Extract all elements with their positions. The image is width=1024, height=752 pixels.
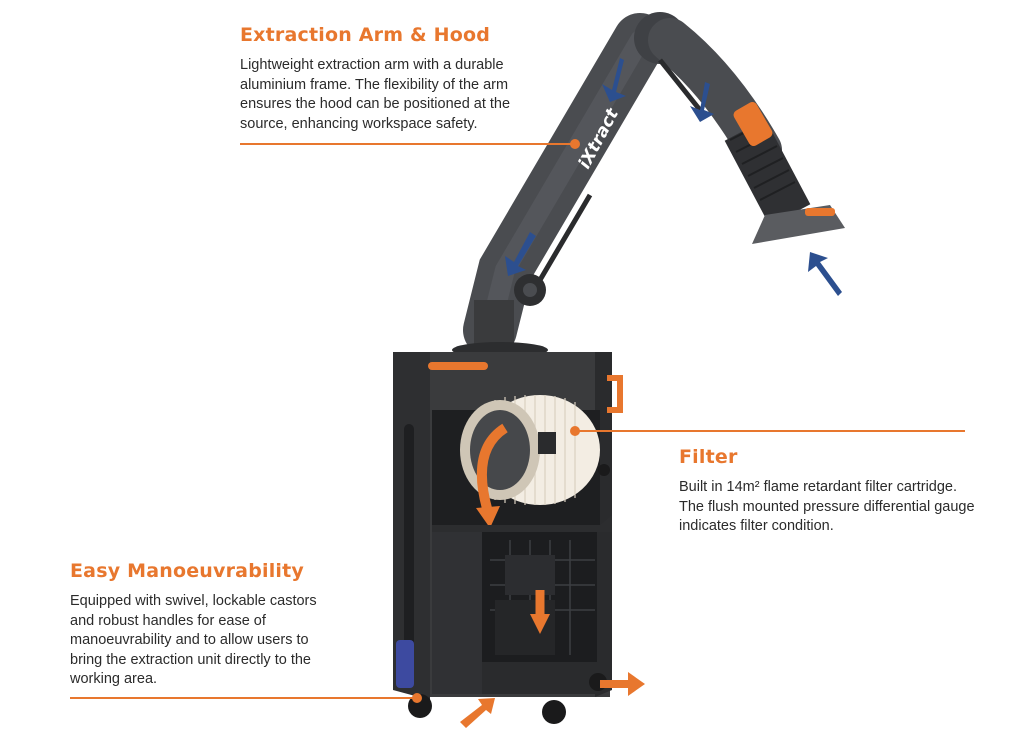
- inlet-arrow-icon: [808, 252, 842, 296]
- flow-arrow-icon: [530, 614, 550, 634]
- arm-callout-body: Lightweight extraction arm with a durabl…: [240, 57, 511, 132]
- airflow-arrow-icon: [602, 58, 626, 102]
- extraction-arm: iXtract: [463, 12, 845, 357]
- arm-leader-dot: [570, 139, 580, 149]
- mobility-leader-dot: [412, 693, 422, 703]
- mobility-callout: Easy Manoeuvrability Equipped with swive…: [70, 560, 330, 690]
- arm-leader-line: [240, 143, 572, 145]
- filter-leader-dot: [570, 426, 580, 436]
- exhaust-arrow-icon: [600, 672, 645, 696]
- mobility-leader-line: [70, 697, 415, 699]
- extraction-cabinet: [393, 300, 645, 728]
- filter-callout: Filter Built in 14m² flame retardant fil…: [679, 446, 979, 537]
- exhaust-arrow-icon: [460, 698, 495, 728]
- airflow-arrow-icon: [505, 232, 536, 276]
- filter-leader-line: [575, 430, 965, 432]
- airflow-arrow-icon: [690, 82, 714, 122]
- filter-callout-body: Built in 14m² flame retardant filter car…: [679, 479, 975, 534]
- mobility-callout-title: Easy Manoeuvrability: [70, 560, 305, 582]
- arm-callout: Extraction Arm & Hood Lightweight extrac…: [240, 24, 530, 134]
- filter-callout-title: Filter: [679, 446, 738, 468]
- mobility-callout-body: Equipped with swivel, lockable castors a…: [70, 593, 317, 687]
- flow-arrow-icon: [476, 506, 500, 528]
- arm-callout-title: Extraction Arm & Hood: [240, 24, 491, 46]
